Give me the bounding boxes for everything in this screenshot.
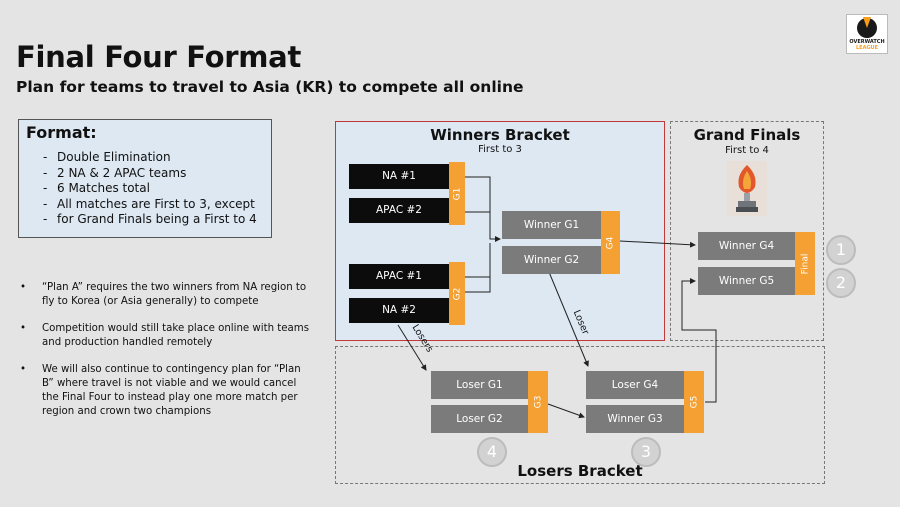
page-subtitle: Plan for teams to travel to Asia (KR) to… <box>16 78 524 96</box>
connector-g5-final <box>681 278 717 403</box>
winners-bracket-subtitle: First to 3 <box>478 144 522 155</box>
losers-bracket-title: Losers Bracket <box>517 462 643 480</box>
connector-g4-loser <box>548 271 589 367</box>
bullet-marker: • <box>20 364 27 375</box>
note-text: “Plan A” requires the two winners from N… <box>42 282 307 307</box>
logo-text-line2: LEAGUE <box>855 45 879 51</box>
match-slot-winner-g1: Winner G1 <box>502 211 601 239</box>
match-tag-g5: G5 <box>684 371 704 433</box>
format-item: Double Elimination <box>43 150 257 166</box>
connector-g2-bottom <box>465 277 491 293</box>
match-tag-final: Final <box>795 232 815 295</box>
format-item: 2 NA & 2 APAC teams <box>43 166 257 182</box>
overwatch-league-logo: OVERWATCH LEAGUE <box>846 14 888 54</box>
logo-text-line1: OVERWATCH <box>849 39 885 45</box>
place-badge-1: 1 <box>826 235 856 265</box>
match-slot-winner-g4: Winner G4 <box>698 232 795 260</box>
match-tag-g3: G3 <box>528 371 548 433</box>
connector-g1-top <box>465 176 501 242</box>
format-item: 6 Matches total <box>43 181 257 197</box>
place-badge-3: 3 <box>631 437 661 467</box>
match-tag-g1: G1 <box>449 162 465 225</box>
bullet-marker: • <box>20 323 27 334</box>
match-slot-winner-g2: Winner G2 <box>502 246 601 274</box>
connector-g2-top <box>465 243 491 278</box>
connector-g3-g5 <box>547 403 585 419</box>
match-slot-loser-g2: Loser G2 <box>431 405 528 433</box>
tag-label: G5 <box>688 395 699 409</box>
grand-finals-subtitle: First to 4 <box>725 145 769 156</box>
match-tag-g2: G2 <box>449 262 465 325</box>
connector-g2-losers <box>397 324 427 371</box>
bullet-marker: • <box>20 282 27 293</box>
format-item: All matches are First to 3, except <box>43 197 257 213</box>
tag-label: G2 <box>451 287 462 300</box>
grand-finals-title: Grand Finals <box>693 126 801 144</box>
match-tag-g4: G4 <box>601 211 620 274</box>
format-heading: Format: <box>26 123 97 142</box>
tag-label: G4 <box>605 236 616 249</box>
trophy-icon <box>727 161 767 216</box>
note-text: Competition would still take place onlin… <box>42 323 309 348</box>
logo-icon <box>857 18 877 38</box>
format-list: Double Elimination 2 NA & 2 APAC teams 6… <box>43 150 257 228</box>
page-title: Final Four Format <box>16 40 302 74</box>
match-slot-apac1: APAC #1 <box>349 264 449 289</box>
grand-finals-panel <box>670 121 824 341</box>
tag-label: G1 <box>451 187 462 200</box>
match-slot-na1: NA #1 <box>349 164 449 189</box>
place-badge-2: 2 <box>826 268 856 298</box>
connector-g4-final <box>619 240 696 248</box>
winners-bracket-title: Winners Bracket <box>430 126 570 144</box>
match-slot-loser-g4: Loser G4 <box>586 371 684 399</box>
match-slot-na2: NA #2 <box>349 298 449 323</box>
match-slot-loser-g1: Loser G1 <box>431 371 528 399</box>
format-box: Format: Double Elimination 2 NA & 2 APAC… <box>18 119 272 238</box>
tag-label: Final <box>800 253 810 274</box>
match-slot-apac2: APAC #2 <box>349 198 449 223</box>
note-text: We will also continue to contingency pla… <box>42 364 301 417</box>
match-slot-winner-g3: Winner G3 <box>586 405 684 433</box>
format-item-continued: for Grand Finals being a First to 4 <box>43 212 257 228</box>
place-badge-4: 4 <box>477 437 507 467</box>
match-slot-winner-g5: Winner G5 <box>698 267 795 295</box>
tag-label: G3 <box>532 395 543 409</box>
